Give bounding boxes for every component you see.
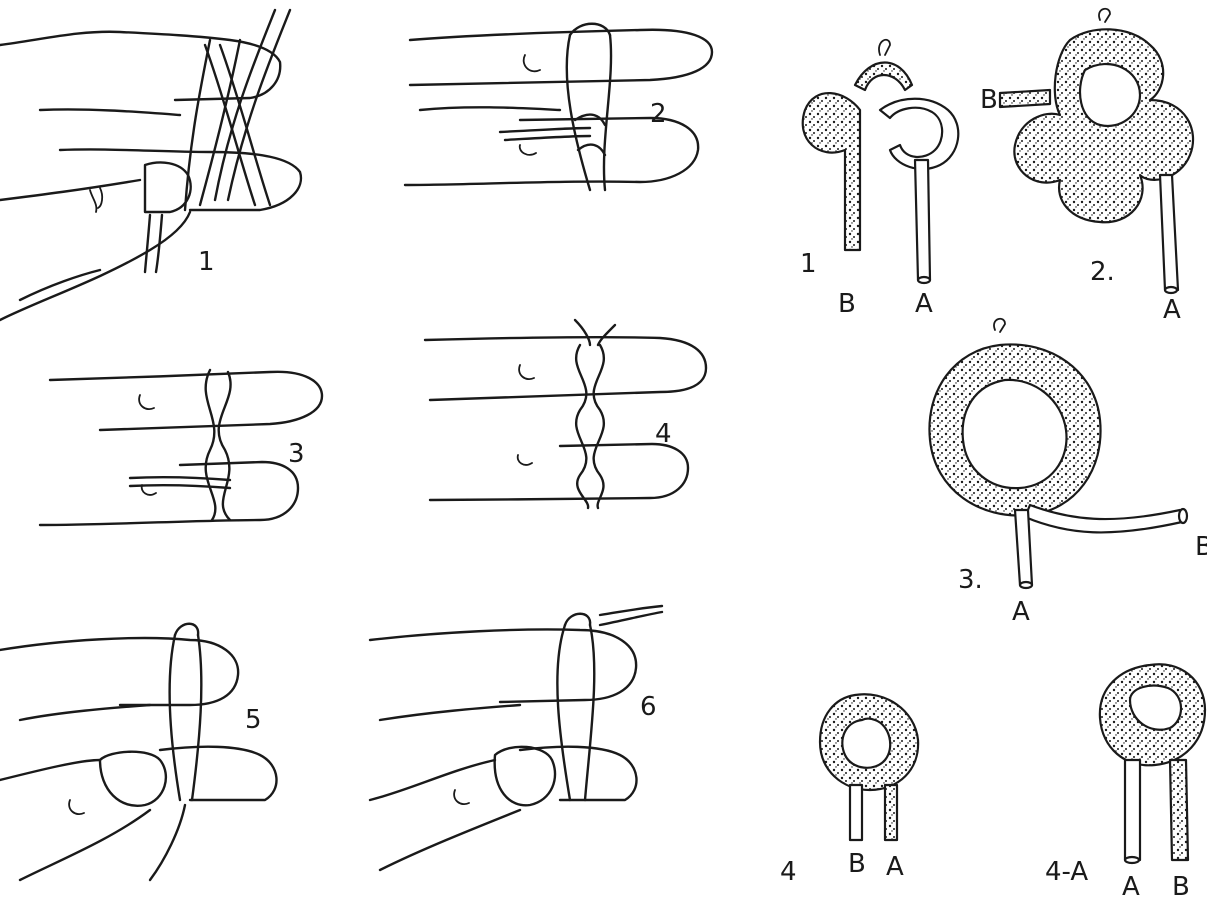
knot-step-label-4a: 4-A (1045, 857, 1088, 887)
finger-step-label-4: 4 (655, 419, 672, 449)
knot-step-label-2: 2. (1090, 257, 1115, 287)
knot-step-label-1: 1 (800, 249, 817, 279)
knot-step-3: B 3. A (929, 319, 1207, 627)
knot-step-4a: 4-A A B (1045, 664, 1205, 902)
finger-step-label-1: 1 (198, 247, 215, 277)
finger-step-label-2: 2 (650, 99, 667, 129)
finger-step-6: 6 (370, 606, 662, 870)
knot-step-1: 1 B A (800, 40, 958, 319)
knot-2-cord-end-a: A (1163, 295, 1181, 325)
finger-step-label-6: 6 (640, 692, 657, 722)
finger-step-2: 2 (405, 24, 712, 190)
knot-step-4: 4 B A (780, 694, 918, 887)
finger-step-1: 1 (0, 10, 301, 320)
knot-3-cord-end-b: B (1195, 532, 1207, 562)
knot-4a-cord-end-b: B (1172, 872, 1190, 902)
knot-step-2: B 2. A (980, 9, 1193, 325)
finger-step-label-3: 3 (288, 439, 305, 469)
knot-step-label-3: 3. (958, 565, 983, 595)
knot-3-cord-end-a: A (1012, 597, 1030, 627)
knot-2-cord-end-b: B (980, 85, 998, 115)
knot-1-cord-end-a: A (915, 289, 933, 319)
knot-1-cord-end-b: B (838, 289, 856, 319)
finger-step-3: 3 (40, 370, 322, 525)
knot-4-cord-end-a: A (886, 852, 904, 882)
finger-step-4: 4 (425, 320, 706, 508)
knot-4a-cord-end-a: A (1122, 872, 1140, 902)
finger-step-5: 5 (0, 624, 276, 880)
knot-4-cord-end-b: B (848, 849, 866, 879)
knot-step-label-4: 4 (780, 857, 797, 887)
finger-step-label-5: 5 (245, 705, 262, 735)
